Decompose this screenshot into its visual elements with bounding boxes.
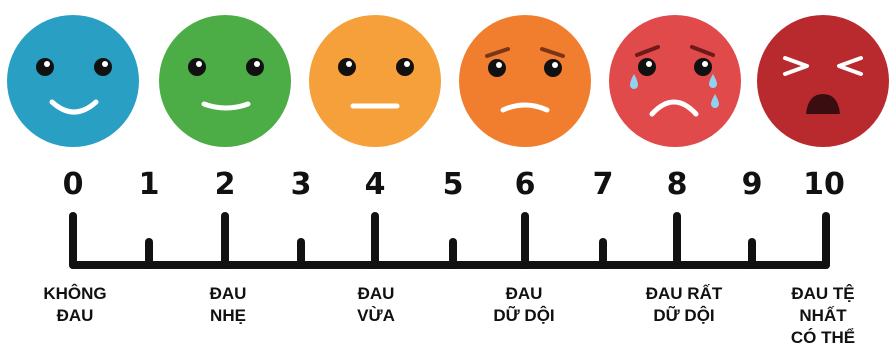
- label-worst-pain-line2: NHẤT: [799, 306, 847, 325]
- face-2-mouth: [201, 101, 251, 111]
- face-0: [7, 15, 139, 147]
- face-6-brow-right: [540, 47, 565, 58]
- face-6-eye-left-glint: [496, 62, 502, 68]
- face-8-mouth: [649, 99, 699, 117]
- number-6: 6: [514, 167, 536, 202]
- face-8-eye-left-glint: [646, 61, 652, 67]
- label-severe-pain-line1: ĐAU: [505, 284, 543, 303]
- face-2-eye-left-glint: [196, 61, 202, 67]
- number-5: 5: [442, 167, 464, 202]
- label-very-severe-pain-line1: ĐAU RẤT: [645, 284, 723, 303]
- face-8-eye-left: [638, 58, 656, 76]
- number-7: 7: [592, 167, 614, 202]
- label-moderate-pain-line1: ĐAU: [357, 284, 395, 303]
- scale-ruler: [69, 212, 830, 269]
- face-0-eye-left-glint: [44, 61, 50, 67]
- face-0-eye-left: [36, 58, 54, 76]
- label-very-severe-pain: ĐAU RẤT DỮ DỘI: [619, 283, 749, 327]
- face-8-eye-right: [694, 58, 712, 76]
- face-10-circle: [757, 15, 889, 147]
- face-8-circle: [609, 15, 741, 147]
- face-10: [757, 15, 889, 147]
- label-moderate-pain-line2: VỪA: [357, 306, 395, 325]
- face-2-eye-right-glint: [254, 61, 260, 67]
- label-worst-pain-line3: CÓ THỂ: [790, 328, 856, 347]
- label-no-pain-line1: KHÔNG: [43, 284, 107, 303]
- label-mild-pain: ĐAU NHẸ: [163, 283, 293, 327]
- face-6-eye-right-glint: [552, 62, 558, 68]
- face-0-eye-right-glint: [102, 61, 108, 67]
- number-4: 4: [364, 167, 386, 202]
- label-severe-pain: ĐAU DỮ DỘI: [459, 283, 589, 327]
- face-6-brow-left: [485, 47, 510, 58]
- face-10-eye-left: [783, 56, 809, 76]
- number-10: 10: [803, 167, 845, 202]
- face-2: [159, 15, 291, 147]
- face-4-circle: [309, 15, 441, 147]
- label-no-pain-line2: ĐAU: [56, 306, 94, 325]
- number-8: 8: [666, 167, 688, 202]
- label-no-pain: KHÔNG ĐAU: [10, 283, 140, 327]
- face-4: [309, 15, 441, 147]
- face-8-brow-left: [635, 45, 660, 57]
- face-8-eye-right-glint: [702, 61, 708, 67]
- number-3: 3: [290, 167, 312, 202]
- face-2-eye-left: [188, 58, 206, 76]
- face-8-brow-right: [690, 45, 715, 57]
- face-2-circle: [159, 15, 291, 147]
- face-4-eye-right: [396, 58, 414, 76]
- face-6-mouth: [500, 102, 550, 113]
- face-4-eye-left: [338, 58, 356, 76]
- face-10-mouth: [806, 94, 840, 114]
- label-moderate-pain: ĐAU VỪA: [311, 283, 441, 327]
- number-1: 1: [138, 167, 160, 202]
- number-0: 0: [62, 167, 84, 202]
- face-6-eye-right: [544, 59, 562, 77]
- face-6-circle: [459, 15, 591, 147]
- face-6: [459, 15, 591, 147]
- face-8-tear-left: [630, 74, 638, 89]
- label-severe-pain-line2: DỮ DỘI: [493, 306, 555, 325]
- face-10-eye-right: [837, 56, 863, 76]
- number-9: 9: [741, 167, 763, 202]
- face-0-eye-right: [94, 58, 112, 76]
- label-mild-pain-line2: NHẸ: [210, 306, 246, 325]
- face-8-tear-right-lower: [711, 94, 719, 108]
- face-6-eye-left: [488, 59, 506, 77]
- face-0-circle: [7, 15, 139, 147]
- face-4-eye-left-glint: [346, 61, 352, 67]
- face-4-eye-right-glint: [404, 61, 410, 67]
- faces-row: [7, 15, 889, 147]
- face-2-eye-right: [246, 58, 264, 76]
- label-worst-pain-line1: ĐAU TỆ: [791, 284, 855, 303]
- face-0-mouth: [49, 99, 99, 115]
- label-mild-pain-line1: ĐAU: [209, 284, 247, 303]
- number-2: 2: [214, 167, 236, 202]
- label-very-severe-pain-line2: DỮ DỘI: [653, 306, 715, 325]
- face-8: [609, 15, 741, 147]
- label-worst-pain: ĐAU TỆ NHẤT CÓ THỂ: [763, 283, 883, 349]
- face-8-tear-right-upper: [709, 74, 717, 88]
